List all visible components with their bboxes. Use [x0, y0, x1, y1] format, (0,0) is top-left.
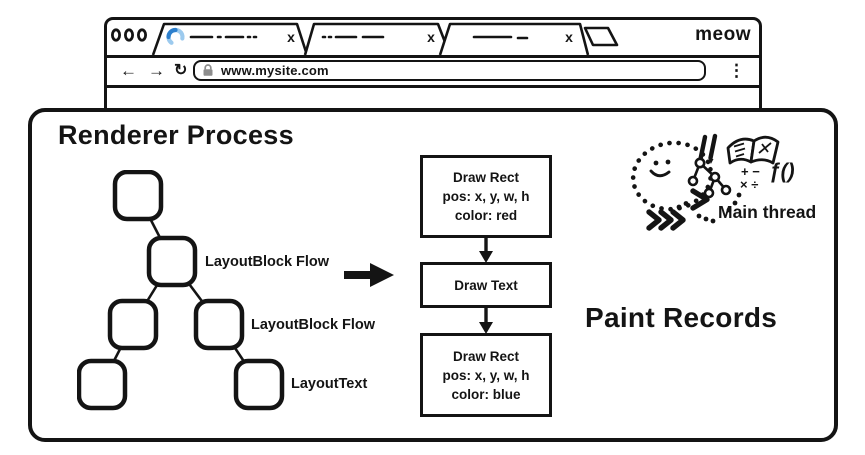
- browser-menu-button[interactable]: ⋮: [728, 61, 745, 80]
- flow-arrow-icon: [344, 263, 394, 287]
- main-thread-label: Main thread: [718, 202, 817, 222]
- reload-button[interactable]: ↻: [174, 62, 188, 79]
- window-controls[interactable]: [111, 28, 147, 42]
- down-arrow-icon: [479, 307, 493, 334]
- back-button[interactable]: ←: [120, 61, 137, 80]
- paint-record-box: Draw Rect pos: x, y, w, h color: blue: [420, 333, 552, 417]
- tab-1[interactable]: x: [151, 22, 309, 55]
- new-tab-button[interactable]: [583, 26, 619, 47]
- tree-node: [146, 235, 198, 288]
- tab-loading-spinner-icon: [166, 27, 185, 47]
- paint-record-line: Draw Rect: [452, 348, 520, 364]
- tree-node-label: LayoutBlock Flow: [205, 254, 330, 270]
- tree-node: [112, 170, 164, 222]
- paint-record-line: Draw Text: [454, 277, 518, 293]
- paint-record-line: color: red: [454, 208, 518, 223]
- chevron-arrows-icon: [646, 188, 710, 231]
- mascot-face: [649, 159, 671, 178]
- address-bar[interactable]: www.mysite.com: [193, 60, 706, 81]
- renderer-process-panel: Renderer Process LayoutBlock Flow Layout…: [28, 108, 838, 442]
- paint-record-line: Draw Rect: [452, 170, 520, 185]
- paint-record-line: pos: x, y, w, h: [442, 367, 530, 383]
- lock-icon: [203, 64, 213, 76]
- tree-node: [77, 358, 128, 411]
- down-arrow-icon: [479, 237, 493, 263]
- tree-node: [193, 298, 245, 351]
- browser-toolbar: ← → ↻ www.mysite.com ⋮: [107, 58, 759, 88]
- tree-node: [233, 358, 285, 411]
- tree-nodes: [77, 170, 285, 411]
- function-symbol-text: ƒ(): [769, 160, 795, 183]
- tree-node: [107, 298, 159, 351]
- math-symbols-text: + −: [741, 164, 760, 179]
- main-thread-mascot: + − × ÷ ƒ(): [630, 133, 795, 231]
- window-control-dot[interactable]: [123, 28, 134, 42]
- book-icon: [726, 135, 780, 165]
- tree-node-label: LayoutBlock Flow: [251, 317, 376, 333]
- paint-record-line: pos: x, y, w, h: [442, 189, 530, 204]
- browser-brand: meow: [695, 24, 751, 45]
- paint-records-heading: Paint Records: [585, 302, 778, 333]
- math-symbols-text: × ÷: [740, 177, 758, 192]
- paint-record-box: Draw Text: [420, 262, 552, 308]
- tab-3[interactable]: x: [438, 22, 590, 55]
- dotted-trail: [676, 192, 742, 224]
- tree-node-label: LayoutText: [291, 376, 368, 392]
- tab-close-icon[interactable]: x: [427, 29, 435, 45]
- paint-record-line: color: blue: [451, 386, 521, 402]
- window-control-dot[interactable]: [136, 28, 147, 42]
- pencils-icon: [698, 133, 718, 164]
- graph-doodle-icon: [687, 157, 732, 199]
- tab-2[interactable]: x: [303, 22, 452, 55]
- tab-strip: x x: [107, 20, 759, 58]
- tab-close-icon[interactable]: x: [287, 29, 295, 45]
- tab-title-scribble: [472, 35, 529, 40]
- browser-window: x x: [104, 17, 762, 117]
- panel-title: Renderer Process: [58, 120, 294, 150]
- forward-button[interactable]: →: [148, 61, 165, 80]
- tree-edges: [100, 194, 261, 385]
- tab-strip-graphics: x x: [111, 22, 619, 55]
- tab-close-icon[interactable]: x: [565, 29, 573, 45]
- paint-record-box: Draw Rect pos: x, y, w, h color: red: [420, 155, 552, 238]
- layout-tree: [77, 170, 285, 411]
- window-control-dot[interactable]: [111, 28, 121, 42]
- url-text: www.mysite.com: [221, 63, 329, 78]
